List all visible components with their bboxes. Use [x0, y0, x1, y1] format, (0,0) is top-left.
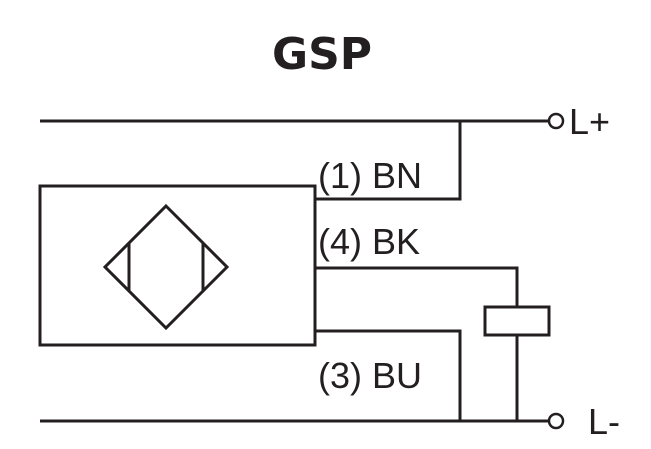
blue-wire: [315, 329, 462, 421]
load-rectangle-icon: [483, 305, 551, 337]
diagram-title: GSP: [272, 29, 372, 80]
inductive-sensor-diamond-icon: [102, 203, 230, 331]
negative-terminal-circle-icon: [547, 412, 565, 430]
blue-wire-label: (3) BU: [318, 355, 422, 396]
black-wire: [315, 266, 519, 307]
positive-terminal-circle-icon: [547, 112, 565, 130]
black-wire-label: (4) BK: [318, 221, 420, 262]
positive-terminal-label: L+: [569, 101, 610, 142]
brown-wire-label: (1) BN: [318, 155, 422, 196]
negative-terminal-label: L-: [588, 401, 620, 442]
brown-wire: [315, 121, 462, 201]
